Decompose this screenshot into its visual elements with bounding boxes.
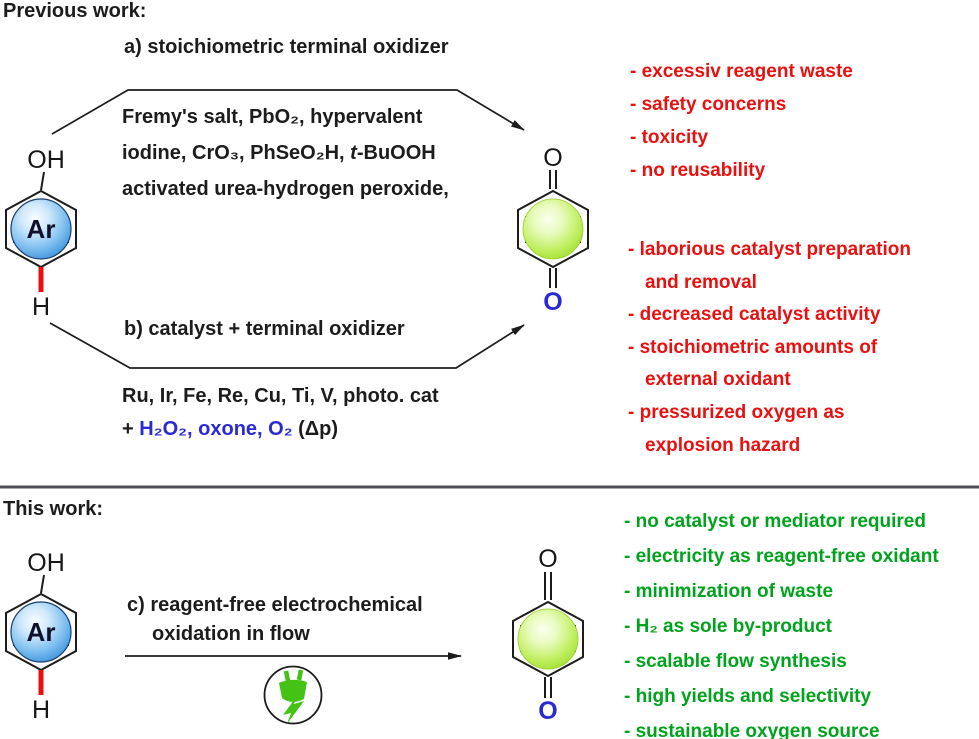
phenol-molecule-a [5, 171, 77, 292]
quinone-b-o-top-label: O [538, 545, 558, 573]
benefit-item: - sustainable oxygen source [624, 721, 880, 739]
path-a-reagents-line2: iodine, CrO₃, PhSeO₂H, t-BuOOH [122, 142, 436, 165]
path-b-reagents-line2: + H₂O₂, oxone, O₂ (Δp) [122, 418, 338, 441]
path-b-label: b) catalyst + terminal oxidizer [124, 318, 405, 340]
quinone-sphere [517, 608, 579, 670]
tert-prefix: t [350, 142, 357, 164]
path-b-reagents-line1: Ru, Ir, Fe, Re, Cu, Ti, V, photo. cat [122, 385, 439, 407]
phenol-b-oh-label: OH [27, 549, 65, 577]
quinone-a-o-top-label: O [543, 144, 563, 172]
quinone-a-o-bottom-label: O [543, 288, 563, 316]
plus-sign: + [122, 418, 140, 440]
reagents-text: -BuOOH [356, 142, 436, 164]
ar-sphere [10, 198, 72, 260]
this-work-heading: This work: [3, 498, 104, 520]
quinone-molecule-b [512, 572, 584, 698]
benefit-item: - minimization of waste [624, 581, 834, 602]
drawback-item-cont: external oxidant [645, 369, 791, 391]
electricity-plug-icon [263, 665, 323, 725]
pressure-note: (Δp) [292, 418, 339, 440]
drawback-item-cont: and removal [645, 271, 757, 293]
arrow-path-b [49, 322, 525, 369]
phenol-a-h-label: H [31, 293, 51, 321]
phenol-b-ar-label: Ar [26, 617, 56, 647]
quinone-sphere [522, 198, 584, 260]
path-c-label-line1: c) reagent-free electrochemical [127, 594, 423, 616]
benefit-item: - high yields and selectivity [624, 686, 872, 707]
phenol-a-ar-label: Ar [26, 214, 56, 244]
phenol-a-oh-label: OH [27, 146, 65, 174]
path-a-reagents-line1: Fremy's salt, PbO₂, hypervalent [122, 106, 423, 128]
benefit-item: - scalable flow synthesis [624, 651, 847, 672]
quinone-b-o-bottom-label: O [538, 697, 558, 725]
path-a-label: a) stoichiometric terminal oxidizer [124, 36, 449, 58]
benefits-list: - no catalyst or mediator required - ele… [624, 504, 939, 739]
benefit-item: - electricity as reagent-free oxidant [624, 546, 939, 567]
path-c-label-line2: oxidation in flow [152, 623, 310, 645]
arrow-path-a [51, 89, 525, 135]
drawback-item: - excessiv reagent waste [630, 61, 853, 82]
ar-sphere [10, 601, 72, 663]
phenol-b-h-label: H [31, 696, 51, 724]
drawback-item: - safety concerns [630, 94, 787, 115]
reagents-text: iodine, CrO₃, PhSeO₂H, [122, 142, 351, 164]
drawback-item: - no reusability [630, 160, 766, 181]
benefit-item: - no catalyst or mediator required [624, 511, 926, 532]
oxidants-blue-text: H₂O₂, oxone, O₂ [139, 418, 293, 440]
phenol-molecule-b [5, 574, 77, 695]
path-a-reagents-line3: activated urea-hydrogen peroxide, [122, 178, 449, 200]
drawback-item: - decreased catalyst activity [628, 304, 881, 326]
drawback-item: - stoichiometric amounts of [628, 336, 878, 358]
benefit-item: - H₂ as sole by-product [624, 616, 832, 637]
drawbacks-list-a: - excessiv reagent waste - safety concer… [630, 55, 853, 187]
previous-work-heading: Previous work: [3, 0, 147, 22]
drawback-item: - pressurized oxygen as [628, 401, 845, 423]
quinone-molecule-a [517, 170, 589, 288]
drawback-item-cont: explosion hazard [645, 434, 801, 456]
drawbacks-list-b: - laborious catalyst preparation and rem… [628, 234, 911, 462]
drawback-item: - laborious catalyst preparation [628, 239, 911, 260]
drawback-item: - toxicity [630, 127, 709, 148]
